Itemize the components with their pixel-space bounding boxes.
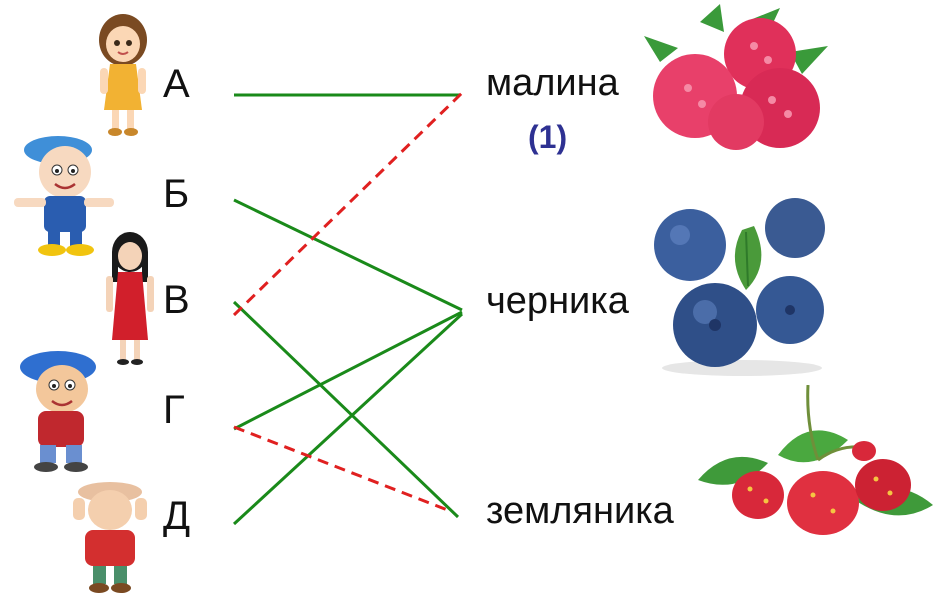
child-in-red-jacket-icon [73, 482, 147, 593]
child-label-a: А [163, 62, 190, 106]
child-label-b: Б [163, 172, 190, 216]
match-count-badge: (1) [528, 119, 568, 155]
girl-in-yellow-dress-icon [99, 14, 147, 136]
dashed-line-v-to-raspberry [232, 90, 465, 317]
blueberry-icon [654, 198, 825, 376]
doll-in-red-dress-icon [106, 232, 154, 365]
child-label-v: В [163, 278, 190, 322]
wild-strawberry-icon [698, 385, 933, 535]
line-b-to-blueberry [233, 198, 463, 312]
line-v-to-strawberry [232, 300, 460, 519]
berry-label-raspberry: малина [486, 62, 619, 104]
dashed-line-g-to-strawberry [233, 425, 451, 513]
line-d-to-blueberry [232, 312, 464, 526]
boy-in-blue-cap-icon [14, 136, 114, 256]
raspberry-icon [644, 4, 828, 150]
berry-label-blueberry: черника [486, 280, 629, 322]
boy-in-red-sweater-icon [20, 351, 96, 472]
line-g-to-blueberry [233, 310, 463, 431]
child-label-g: Г [163, 388, 185, 432]
berry-label-strawberry: земляника [486, 490, 674, 532]
child-label-d: Д [163, 494, 191, 538]
